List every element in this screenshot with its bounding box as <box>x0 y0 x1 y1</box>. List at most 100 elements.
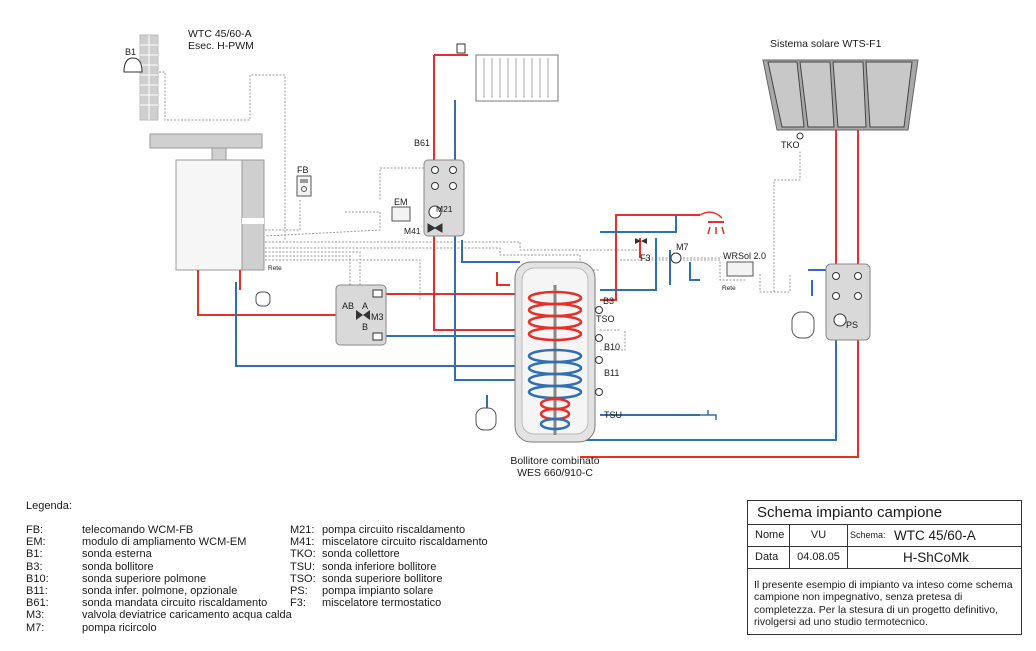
hot-water-coil <box>527 290 583 342</box>
schema-code: H-ShCoMk <box>902 550 969 565</box>
valve-icon <box>372 332 383 341</box>
legend-text: valvola deviatrice caricamento acqua cal… <box>82 609 292 622</box>
legend-text: sonda mandata circuito riscaldamento <box>82 597 268 610</box>
label-f3: F3 <box>640 253 651 263</box>
solar-system-label: Sistema solare WTS-F1 <box>770 38 882 50</box>
label-b1: B1 <box>125 47 136 57</box>
thermometer-icon <box>854 272 862 280</box>
heating-coil <box>527 348 583 400</box>
label-tko: TKO <box>781 140 800 150</box>
legend-item: B10: sonda superiore polmone <box>26 573 292 585</box>
label-m41: M41 <box>404 226 421 236</box>
legend-key: B3: <box>26 560 43 573</box>
valve-icon <box>854 292 862 300</box>
label-b3: B3 <box>603 296 614 306</box>
legend-text: pompa circuito riscaldamento <box>322 524 466 536</box>
thermometer-icon <box>431 166 439 174</box>
legend-item: M41: miscelatore circuito riscaldamento <box>290 536 488 548</box>
legend-item: B11:sonda infer. polmone, opzionale <box>26 585 292 597</box>
legend-item: F3: miscelatore termostatico <box>290 597 488 609</box>
legend-text: miscelatore termostatico <box>322 597 442 610</box>
label-tso: TSO <box>596 314 615 324</box>
rete-label-solar: Rete <box>722 285 736 292</box>
legend-text: miscelatore circuito riscaldamento <box>322 536 488 549</box>
legend-item: FB: telecomando WCM-FB <box>26 524 292 536</box>
thermometer-icon <box>832 272 840 280</box>
schema-value: WTC 45/60-A <box>894 528 976 543</box>
label-wrsol: WRSol 2.0 <box>723 251 766 261</box>
expansion-vessel-icon <box>475 407 497 431</box>
legend-column-right: M21: pompa circuito riscaldamento M41: mis… <box>290 524 488 609</box>
legend-key: M3: <box>26 609 45 622</box>
legend-key: B1: <box>26 548 43 561</box>
legend-text: pompa impianto solare <box>322 584 434 597</box>
system-diagram: B1 WTC 45/60-A Esec. H-PWM Rete FB EM <box>123 28 919 479</box>
data-value: 04.08.05 <box>790 547 848 568</box>
boiler-unit <box>149 133 265 271</box>
legend-item: TSO:sonda superiore bollitore <box>290 573 488 585</box>
title-block-row-nome: Nome VU Schema: WTC 45/60-A <box>748 525 1021 547</box>
outdoor-sensor-icon <box>123 57 143 73</box>
flow-pipes <box>197 54 859 458</box>
schema-label: Schema: <box>850 530 886 540</box>
legend-text: sonda collettore <box>322 548 400 561</box>
legend-text: modulo di ampliamento WCM-EM <box>82 536 247 549</box>
cylinder-name-label: Bollitore combinato <box>510 455 599 467</box>
remote-control-fb-icon <box>296 175 312 197</box>
tap-icon <box>700 410 717 420</box>
solar-controller-wrsol-icon <box>726 261 754 277</box>
legend-text: sonda bollitore <box>82 560 154 573</box>
label-m3: M3 <box>371 312 384 322</box>
legend-key: FB: <box>26 524 44 536</box>
legend-item: EM:modulo di ampliamento WCM-EM <box>26 536 292 548</box>
label-em: EM <box>394 197 408 207</box>
label-b11: B11 <box>604 368 619 378</box>
label-b: B <box>362 322 368 332</box>
legend-item: TKO: sonda collettore <box>290 548 488 560</box>
data-label: Data <box>748 547 790 568</box>
legend-key: TSU: <box>290 560 316 573</box>
legend-key: F3: <box>290 597 306 610</box>
legend-key: TKO: <box>290 548 316 561</box>
legend-key: M41: <box>290 536 315 549</box>
legend-text: telecomando WCM-FB <box>82 524 194 536</box>
expansion-vessel-icon <box>791 311 815 339</box>
legend-item: M21: pompa circuito riscaldamento <box>290 524 488 536</box>
rete-label-boiler: Rete <box>268 265 282 272</box>
legend: Legenda: FB: telecomando WCM-FB EM:modulo… <box>26 500 726 650</box>
legend-text: sonda superiore polmone <box>82 572 207 585</box>
label-ps: PS <box>846 320 858 330</box>
legend-item: B61: sonda mandata circuito riscaldamento <box>26 597 292 609</box>
label-m7: M7 <box>676 242 689 252</box>
radiator <box>456 43 559 102</box>
legend-text: pompa ricircolo <box>82 621 157 634</box>
legend-key: B11: <box>26 584 48 597</box>
label-fb: FB <box>297 165 309 175</box>
building-wall <box>123 34 159 121</box>
nome-label: Nome <box>748 525 790 546</box>
legend-item: TSU:sonda inferiore bollitore <box>290 561 488 573</box>
legend-key: B10: <box>26 572 49 585</box>
legend-text: sonda superiore bollitore <box>322 572 443 585</box>
sensor-b3-icon <box>595 306 603 314</box>
solar-pump-ps-icon <box>833 313 847 327</box>
extension-module-em-icon <box>391 206 411 222</box>
title-block-title: Schema impianto campione <box>748 501 1021 525</box>
legend-item: PS: pompa impianto solare <box>290 585 488 597</box>
thermostatic-mixer-f3-icon <box>635 238 647 244</box>
collector-sensor-tko-icon <box>796 132 804 140</box>
valve-icon <box>449 182 457 190</box>
label-a: A <box>362 301 368 311</box>
legend-key: PS: <box>290 584 308 597</box>
legend-key: B61: <box>26 597 49 610</box>
combined-cylinder <box>514 261 596 443</box>
legend-title: Legenda: <box>26 500 72 512</box>
boiler-model-label: WTC 45/60-A <box>188 28 252 40</box>
legend-column-left: FB: telecomando WCM-FB EM:modulo di ampli… <box>26 524 292 634</box>
legend-item: M3: valvola deviatrice caricamento acqua … <box>26 609 292 621</box>
sensor-tso-icon <box>595 334 603 342</box>
solar-coil <box>539 397 571 431</box>
legend-item: M7:pompa ricircolo <box>26 622 292 634</box>
legend-key: M21: <box>290 524 315 536</box>
diverter-valve-m3-icon <box>356 310 370 320</box>
